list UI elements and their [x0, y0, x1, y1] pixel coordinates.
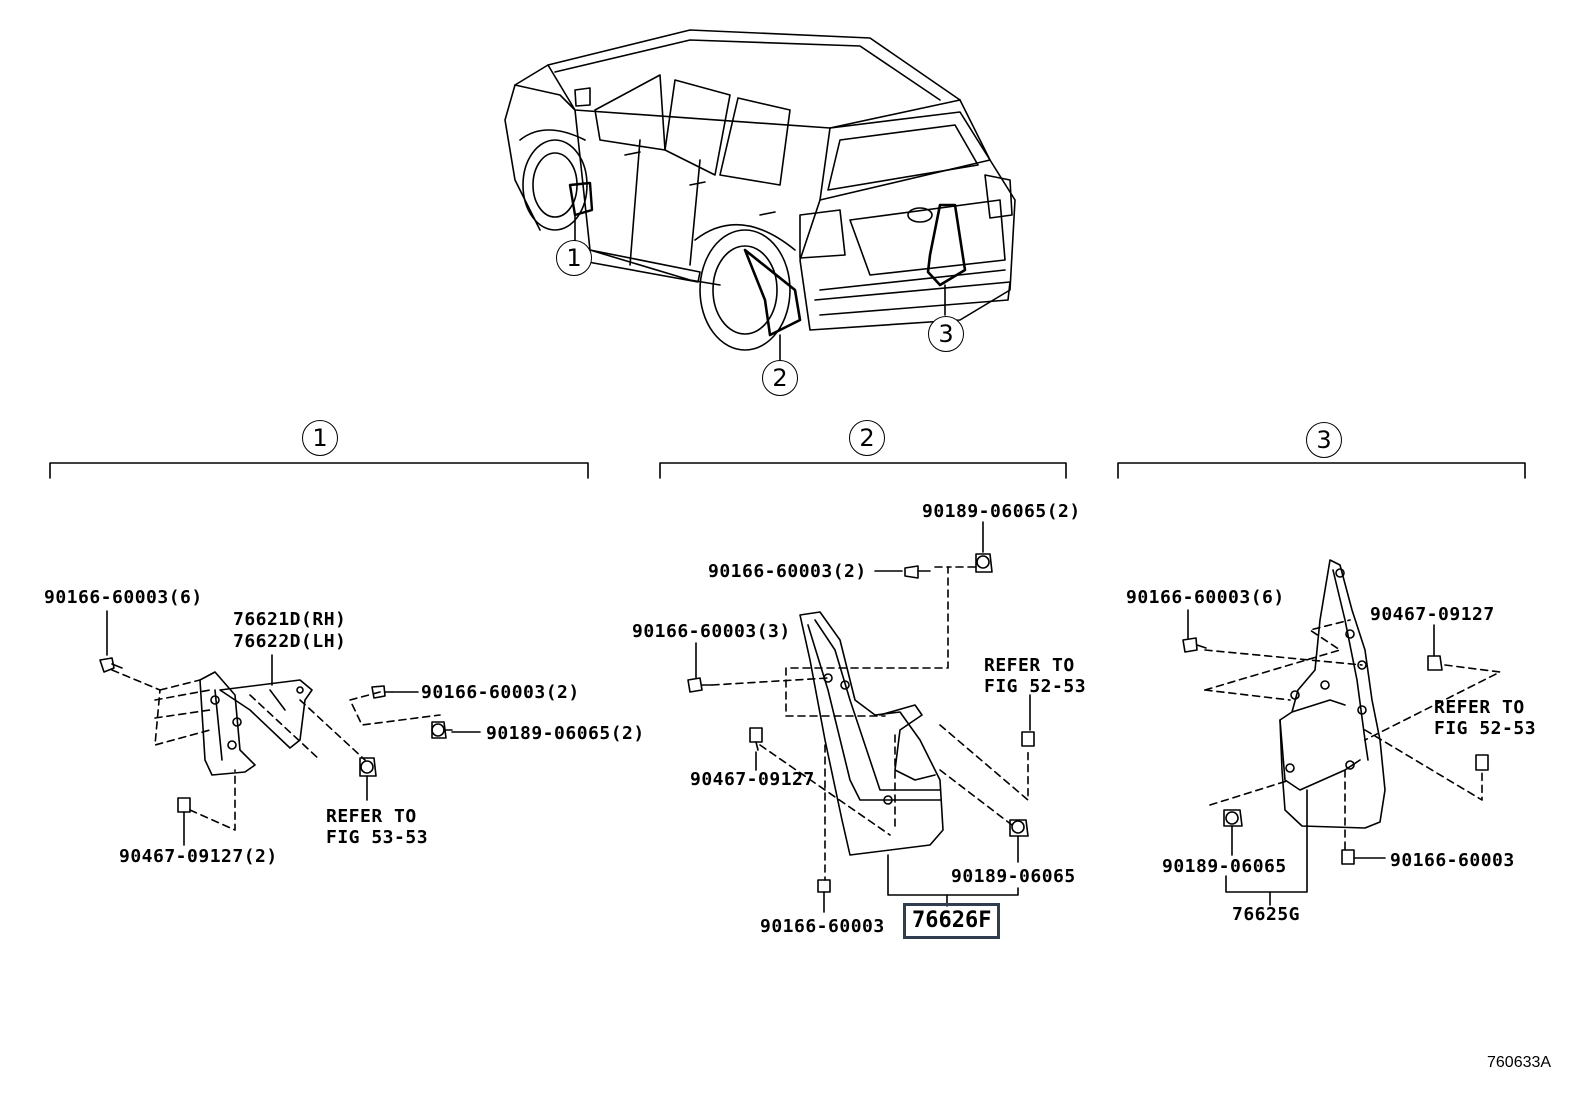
refer-label: FIG 52-53: [984, 676, 1087, 697]
part-label: 90166-60003(2): [708, 561, 867, 582]
refer-label: REFER TO: [326, 806, 417, 827]
section3-parts: [1182, 559, 1501, 906]
bolt-icon: [99, 657, 453, 813]
part-label: 90166-60003(6): [44, 587, 203, 608]
part-label: 90467-09127(2): [119, 846, 278, 867]
part-label: 76622D(LH): [233, 631, 347, 652]
part-label: 90189-06065: [951, 866, 1076, 887]
vehicle-illustration: [504, 29, 1016, 362]
part-label: 90166-60003: [1390, 850, 1515, 871]
section-header-2: 2: [849, 420, 885, 456]
refer-label: REFER TO: [1434, 697, 1525, 718]
highlighted-part-number[interactable]: 76626F: [903, 903, 1001, 939]
part-label: 90189-06065(2): [922, 501, 1081, 522]
section-header-3: 3: [1306, 422, 1342, 458]
vehicle-callout-2: 2: [762, 360, 798, 396]
refer-label: FIG 53-53: [326, 827, 429, 848]
refer-label: REFER TO: [984, 655, 1075, 676]
vehicle-callout-3: 3: [928, 316, 964, 352]
section1-parts: [99, 610, 481, 846]
part-label: 90166-60003(2): [421, 682, 580, 703]
part-label: 90189-06065(2): [486, 723, 645, 744]
section2-parts: [687, 521, 1035, 913]
part-label: 76621D(RH): [233, 609, 347, 630]
refer-label: FIG 52-53: [1434, 718, 1537, 739]
part-label: 90467-09127: [690, 769, 815, 790]
part-label: 90467-09127: [1370, 604, 1495, 625]
part-label: 90166-60003(3): [632, 621, 791, 642]
part-label: 90166-60003(6): [1126, 587, 1285, 608]
figure-number: 760633A: [1487, 1054, 1552, 1071]
part-label: 90166-60003: [760, 916, 885, 937]
vehicle-callout-1: 1: [556, 240, 592, 276]
section-brackets: [49, 462, 1526, 479]
part-label: 76625G: [1232, 904, 1301, 925]
section-header-1: 1: [302, 420, 338, 456]
part-label: 90189-06065: [1162, 856, 1287, 877]
